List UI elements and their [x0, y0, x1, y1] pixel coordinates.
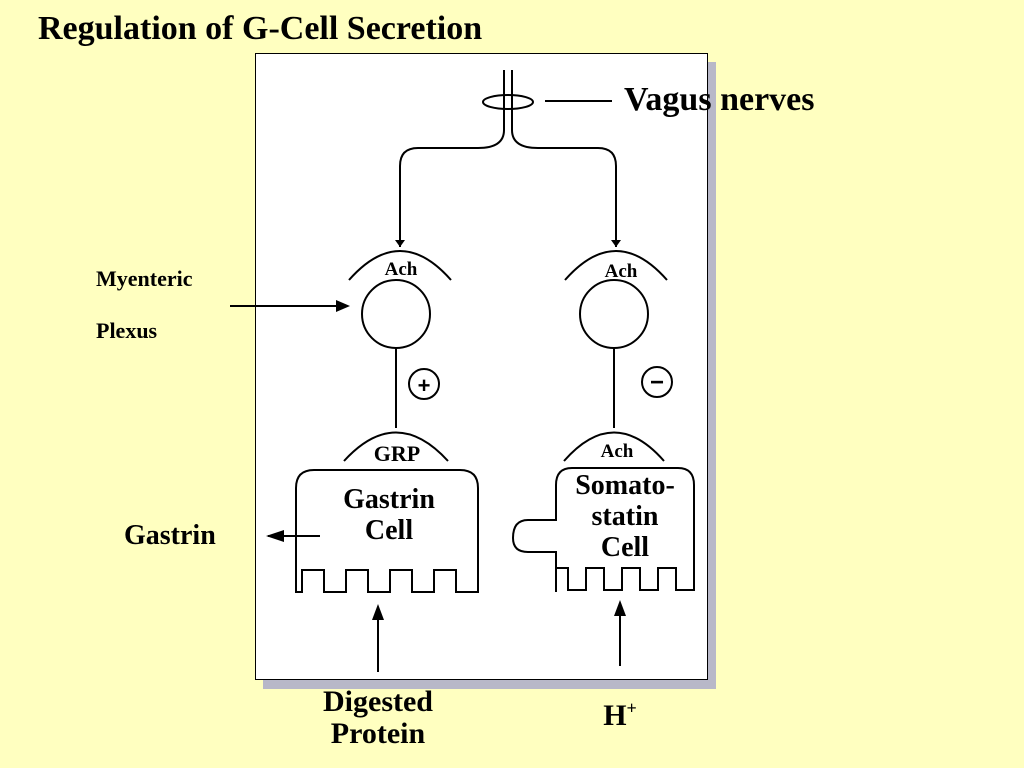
- vagus-branch-left: [399, 129, 505, 247]
- digested-line2: Protein: [330, 717, 426, 750]
- somatostatin-line2: statin: [591, 501, 659, 532]
- vagus-branch-right: [511, 129, 617, 247]
- gastrin-output-label: Gastrin: [124, 520, 216, 551]
- synapse-arc-left: [348, 250, 452, 281]
- inhibit-sign: −: [650, 369, 664, 396]
- plexus-neuron-left: [361, 279, 431, 349]
- somatostatin-cell-label: Somato- statin Cell: [575, 470, 675, 563]
- vagus-nerve-ring: [482, 94, 534, 110]
- ach-label-left: Ach: [384, 259, 418, 280]
- digested-line1: Digested: [323, 685, 433, 718]
- myenteric-label: Myenteric: [96, 266, 193, 291]
- somatostatin-cell-outline: [511, 467, 695, 592]
- h-charge: +: [626, 698, 637, 718]
- plexus-neuron-right: [579, 279, 649, 349]
- digested-protein-label: Digested Protein: [323, 686, 433, 750]
- stimulate-sign-circle: [408, 368, 440, 400]
- inhibit-sign-circle: [641, 366, 673, 398]
- gastrin-cell-line1: Gastrin: [343, 484, 435, 515]
- gastrin-cell-outline: [295, 469, 479, 593]
- nerve-terminal-right: [611, 240, 621, 247]
- page-title: Regulation of G-Cell Secretion: [38, 10, 483, 47]
- h-plus-label: H+: [603, 698, 637, 732]
- myenteric-arrowhead: [336, 300, 350, 312]
- gastrin-cell-label: Gastrin Cell: [343, 484, 435, 546]
- digested-arrowhead: [372, 604, 384, 620]
- h-plus-arrowhead: [614, 600, 626, 616]
- grp-label: GRP: [373, 441, 421, 466]
- ach-label-right: Ach: [604, 261, 638, 282]
- ach-label-somatostatin: Ach: [600, 441, 634, 462]
- somatostatin-line3: Cell: [600, 532, 650, 563]
- gastrin-cell-line2: Cell: [364, 515, 414, 546]
- nerve-terminal-left: [395, 240, 405, 247]
- synapse-arc-somatostatin: [563, 431, 665, 462]
- synapse-arc-grp: [343, 431, 449, 462]
- stimulate-sign: +: [418, 373, 431, 398]
- synapse-arc-right: [564, 250, 668, 281]
- diagram-panel: [255, 53, 708, 680]
- plexus-label: Plexus: [96, 318, 158, 343]
- somatostatin-line1: Somato-: [575, 470, 675, 501]
- gastrin-arrowhead: [266, 530, 284, 542]
- h-base: H: [603, 699, 627, 732]
- vagus-nerves-label: Vagus nerves: [624, 81, 815, 118]
